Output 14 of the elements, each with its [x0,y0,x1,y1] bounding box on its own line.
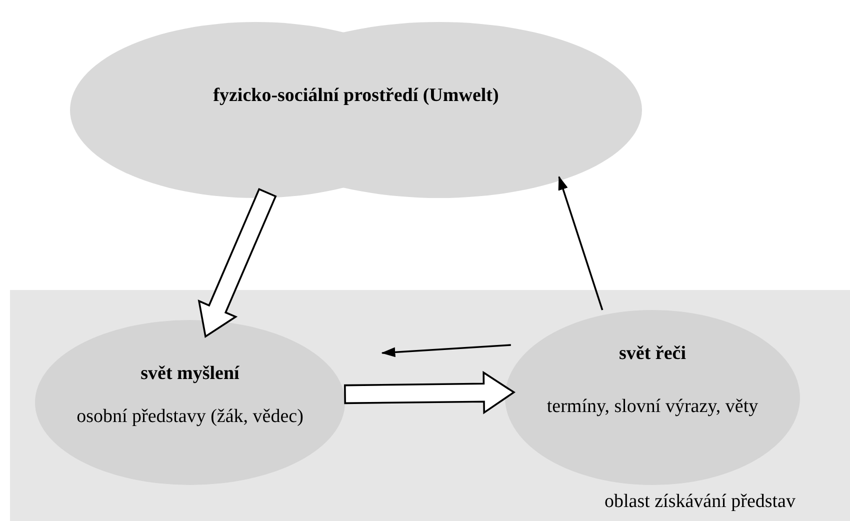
node-text: termíny, slovní výrazy, věty [546,395,760,419]
node-title: svět řeči [618,342,687,366]
node-title: fyzicko-sociální prostředí (Umwelt) [212,84,500,108]
node-text: osobní představy (žák, vědec) [76,405,304,429]
arrow [558,176,604,310]
ellipse-node [35,320,345,485]
block-arrow [344,370,516,414]
cloud-shape [70,22,642,198]
arrow [381,344,511,358]
block-arrow [198,188,277,338]
ellipse-node [505,310,800,485]
area-band [10,290,850,521]
area-label: oblast získávání představ [603,490,796,514]
node-title: svět myšlení [140,362,240,386]
